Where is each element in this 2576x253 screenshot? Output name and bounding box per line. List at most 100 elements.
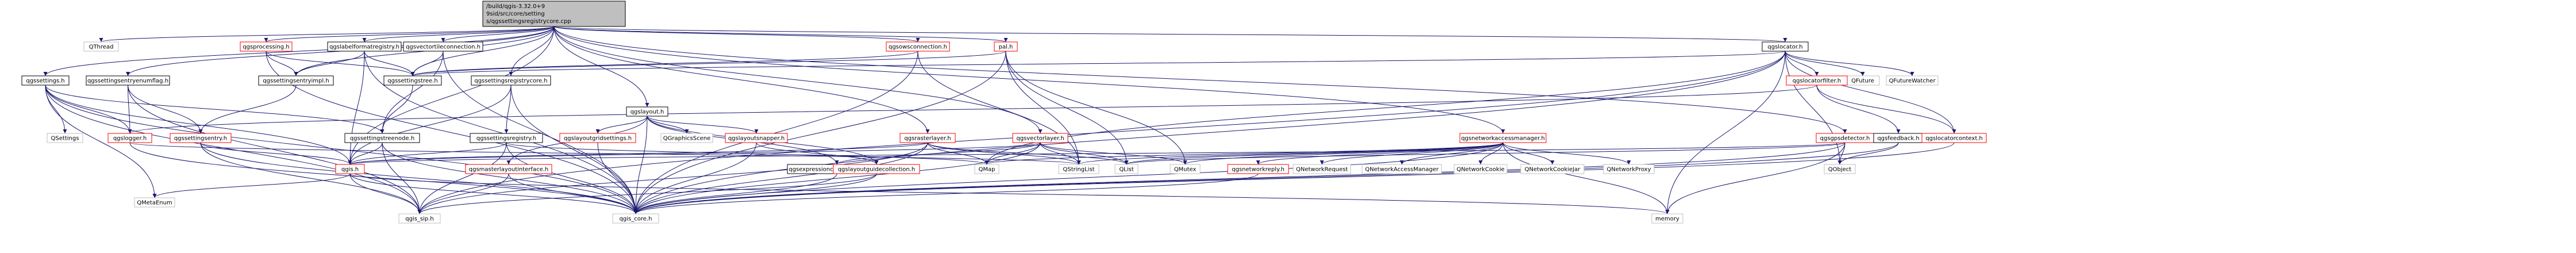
- node-qgsmasterlayoutinterface_h[interactable]: qgsmasterlayoutinterface.h: [465, 164, 552, 174]
- node-label: QNetworkProxy: [1606, 167, 1651, 173]
- node-qgsfeedback_h[interactable]: qgsfeedback.h: [1873, 133, 1924, 143]
- edge-qgssettings_h-to-qgis_core_h: [45, 85, 638, 214]
- node-box: [1921, 133, 1987, 143]
- node-qgis_core_h: qgis_core.h: [612, 213, 659, 224]
- node-QThread: QThread: [83, 41, 119, 52]
- edge-root-to-qgslocator_h: [553, 26, 1787, 43]
- node-qgis_h[interactable]: qgis.h: [335, 164, 365, 174]
- node-box: [612, 213, 659, 224]
- node-qgslayoutgridsettings_h[interactable]: qgslayoutgridsettings.h: [559, 133, 636, 143]
- node-label: qgssettingsentryenumflag.h: [87, 78, 168, 85]
- edge-qgsfeedback_h-to-QObject: [1837, 142, 1899, 165]
- node-qgssettingsentryimpl_h[interactable]: qgssettingsentryimpl.h: [258, 75, 334, 86]
- node-label: qgsvectorlayer.h: [1016, 136, 1064, 142]
- node-qgsprocessing_h[interactable]: qgsprocessing.h: [240, 41, 293, 52]
- edge-qgslocator_h-to-qgslocatorfilter_h: [1785, 51, 1819, 76]
- edge-qgsvectortileconnection_h-to-qgssettingstreenode_h: [380, 51, 444, 134]
- node-label: QSettings: [51, 136, 79, 142]
- edge-qgsrasterlayer_h-to-QMap: [927, 142, 989, 165]
- edge-qgsmasterlayoutinterface_h-to-qgis_sip_h: [417, 173, 509, 214]
- node-QNetworkCookie: QNetworkCookie: [1454, 164, 1508, 174]
- node-qgsvectortileconnection_h[interactable]: qgsvectortileconnection.h: [403, 41, 483, 52]
- edge-qgsvectorlayer_h-to-qgsexpressioncontextgenerator_h: [835, 142, 1041, 165]
- node-qgslocatorfilter_h[interactable]: qgslocatorfilter.h: [1786, 75, 1848, 86]
- node-label: QFutureWatcher: [1889, 78, 1936, 85]
- node-QSettings: QSettings: [47, 133, 83, 143]
- node-qgslayoutsnapper_h[interactable]: qgslayoutsnapper.h: [725, 133, 788, 143]
- node-qgssettings_h[interactable]: qgssettings.h: [21, 75, 70, 86]
- node-qgssettingsentry_h[interactable]: qgssettingsentry.h: [170, 133, 232, 143]
- node-qgsrasterlayer_h[interactable]: qgsrasterlayer.h: [899, 133, 956, 143]
- node-QGraphicsScene: QGraphicsScene: [660, 133, 713, 143]
- edge-qgsrasterlayer_h-to-qgis_sip_h: [417, 142, 928, 214]
- edge-qgsnetworkaccessmanager_h-to-QNetworkCookieJar: [1502, 142, 1555, 165]
- node-QStringList: QStringList: [1058, 164, 1099, 174]
- edge-root-to-qgssettings_h: [43, 26, 555, 76]
- node-qgsowsconnection_h[interactable]: qgsowsconnection.h: [886, 41, 950, 52]
- edge-pal_h-to-qgssettingstree_h: [410, 51, 1006, 76]
- edge-qgslocatorcontext_h-to-qgis_core_h: [633, 142, 1955, 214]
- node-qgslocatorcontext_h[interactable]: qgslocatorcontext.h: [1921, 133, 1987, 143]
- edge-qgslocator_h-to-QObject: [1785, 51, 1842, 165]
- node-box: [134, 197, 175, 208]
- edge-qgsgpsdetector_h-to-QList: [1124, 142, 1846, 165]
- edge-qgslocatorfilter_h-to-qgsfeedback_h: [1816, 85, 1901, 134]
- edge-qgslayoutsnapper_h-to-qgis_core_h: [633, 142, 757, 214]
- edge-root-to-qgsvectorlayer_h: [553, 26, 1043, 134]
- node-qgslayoutguidecollection_h[interactable]: qgslayoutguidecollection.h: [833, 164, 920, 174]
- edge-qgsvectortileconnection_h-to-qgssettingstree_h: [410, 51, 444, 76]
- edge-qgslayoutguidecollection_h-to-qgis_sip_h: [417, 173, 877, 214]
- node-qgsvectorlayer_h[interactable]: qgsvectorlayer.h: [1012, 133, 1068, 143]
- node-label: qgslocator.h: [1767, 44, 1802, 51]
- node-qgssettingsentryenumflag_h[interactable]: qgssettingsentryenumflag.h: [86, 75, 170, 86]
- edge-qgis_h-to-QMetaEnum: [152, 173, 351, 198]
- node-qgssettingsregistry_h[interactable]: qgssettingsregistry.h: [470, 133, 543, 143]
- node-QMap: QMap: [974, 164, 999, 174]
- node-layer: /build/qgis-3.32.0+99sid/src/core/settin…: [21, 1, 1987, 224]
- edge-root-to-qgsrasterlayer_h: [553, 26, 930, 134]
- edge-qgslayout_h-to-QGraphicsScene: [647, 116, 689, 134]
- edge-qgssettingsregistry_h-to-qgis_core_h: [506, 142, 638, 214]
- node-box: [1603, 164, 1655, 174]
- edge-qgssettingsregistrycore_h-to-qgis_h: [348, 85, 512, 165]
- node-qgssettingsregistrycore_h[interactable]: qgssettingsregistrycore.h: [471, 75, 551, 86]
- edge-qgssettingsregistry_h-to-qgis_h: [348, 142, 507, 165]
- node-box: [974, 164, 999, 174]
- edge-qgslayout_h-to-qgslayoutsnapper_h: [647, 116, 759, 134]
- node-qgslogger_h[interactable]: qgslogger.h: [107, 133, 152, 143]
- edge-root-to-qgssettingsregistrycore_h: [509, 26, 555, 76]
- node-box: [1170, 164, 1201, 174]
- node-root[interactable]: /build/qgis-3.32.0+99sid/src/core/settin…: [482, 1, 626, 27]
- node-label: qgslayoutgridsettings.h: [564, 136, 632, 142]
- node-qgslocator_h[interactable]: qgslocator.h: [1762, 41, 1809, 52]
- node-box: [1227, 164, 1289, 174]
- edge-root-to-qgslayout_h: [553, 26, 649, 108]
- node-box: [994, 41, 1018, 52]
- node-qgsgpsdetector_h[interactable]: qgsgpsdetector.h: [1816, 133, 1874, 143]
- node-qgsnetworkreply_h[interactable]: qgsnetworkreply.h: [1227, 164, 1289, 174]
- node-box: [83, 41, 119, 52]
- edge-qgis_h-to-memory: [349, 173, 1670, 214]
- node-qgssettingstreenode_h[interactable]: qgssettingstreenode.h: [344, 133, 420, 143]
- node-pal_h[interactable]: pal.h: [994, 41, 1018, 52]
- node-box: [383, 75, 442, 86]
- edge-qgssettingsregistry_h-to-QMap: [506, 142, 989, 165]
- edge-qgssettingstreenode_h-to-qgis_core_h: [382, 142, 638, 214]
- node-qgslayout_h[interactable]: qgslayout.h: [626, 106, 668, 117]
- node-label-line: 9sid/src/core/setting: [486, 11, 545, 17]
- node-label: qgsowsconnection.h: [889, 44, 947, 51]
- node-box: [626, 106, 668, 117]
- edge-qgis_h-to-qgis_core_h: [349, 173, 638, 214]
- edge-qgsnetworkaccessmanager_h-to-QStringList: [1076, 142, 1504, 165]
- edge-root-to-qgsgpsdetector_h: [553, 26, 1847, 134]
- node-label: qgis_sip.h: [405, 216, 434, 223]
- node-box: [47, 133, 83, 143]
- node-qgslabelformatregistry_h[interactable]: qgslabelformatregistry.h: [327, 41, 402, 52]
- edge-qgsnetworkaccessmanager_h-to-QNetworkRequest: [1320, 142, 1504, 165]
- edge-qgslocator_h-to-qgis_sip_h: [417, 51, 1786, 214]
- node-label: qgslogger.h: [113, 136, 147, 142]
- node-qgssettingstree_h[interactable]: qgssettingstree.h: [383, 75, 442, 86]
- node-label: QThread: [89, 44, 114, 51]
- node-box: [899, 133, 956, 143]
- node-qgsnetworkaccessmanager_h[interactable]: qgsnetworkaccessmanager.h: [1459, 133, 1547, 143]
